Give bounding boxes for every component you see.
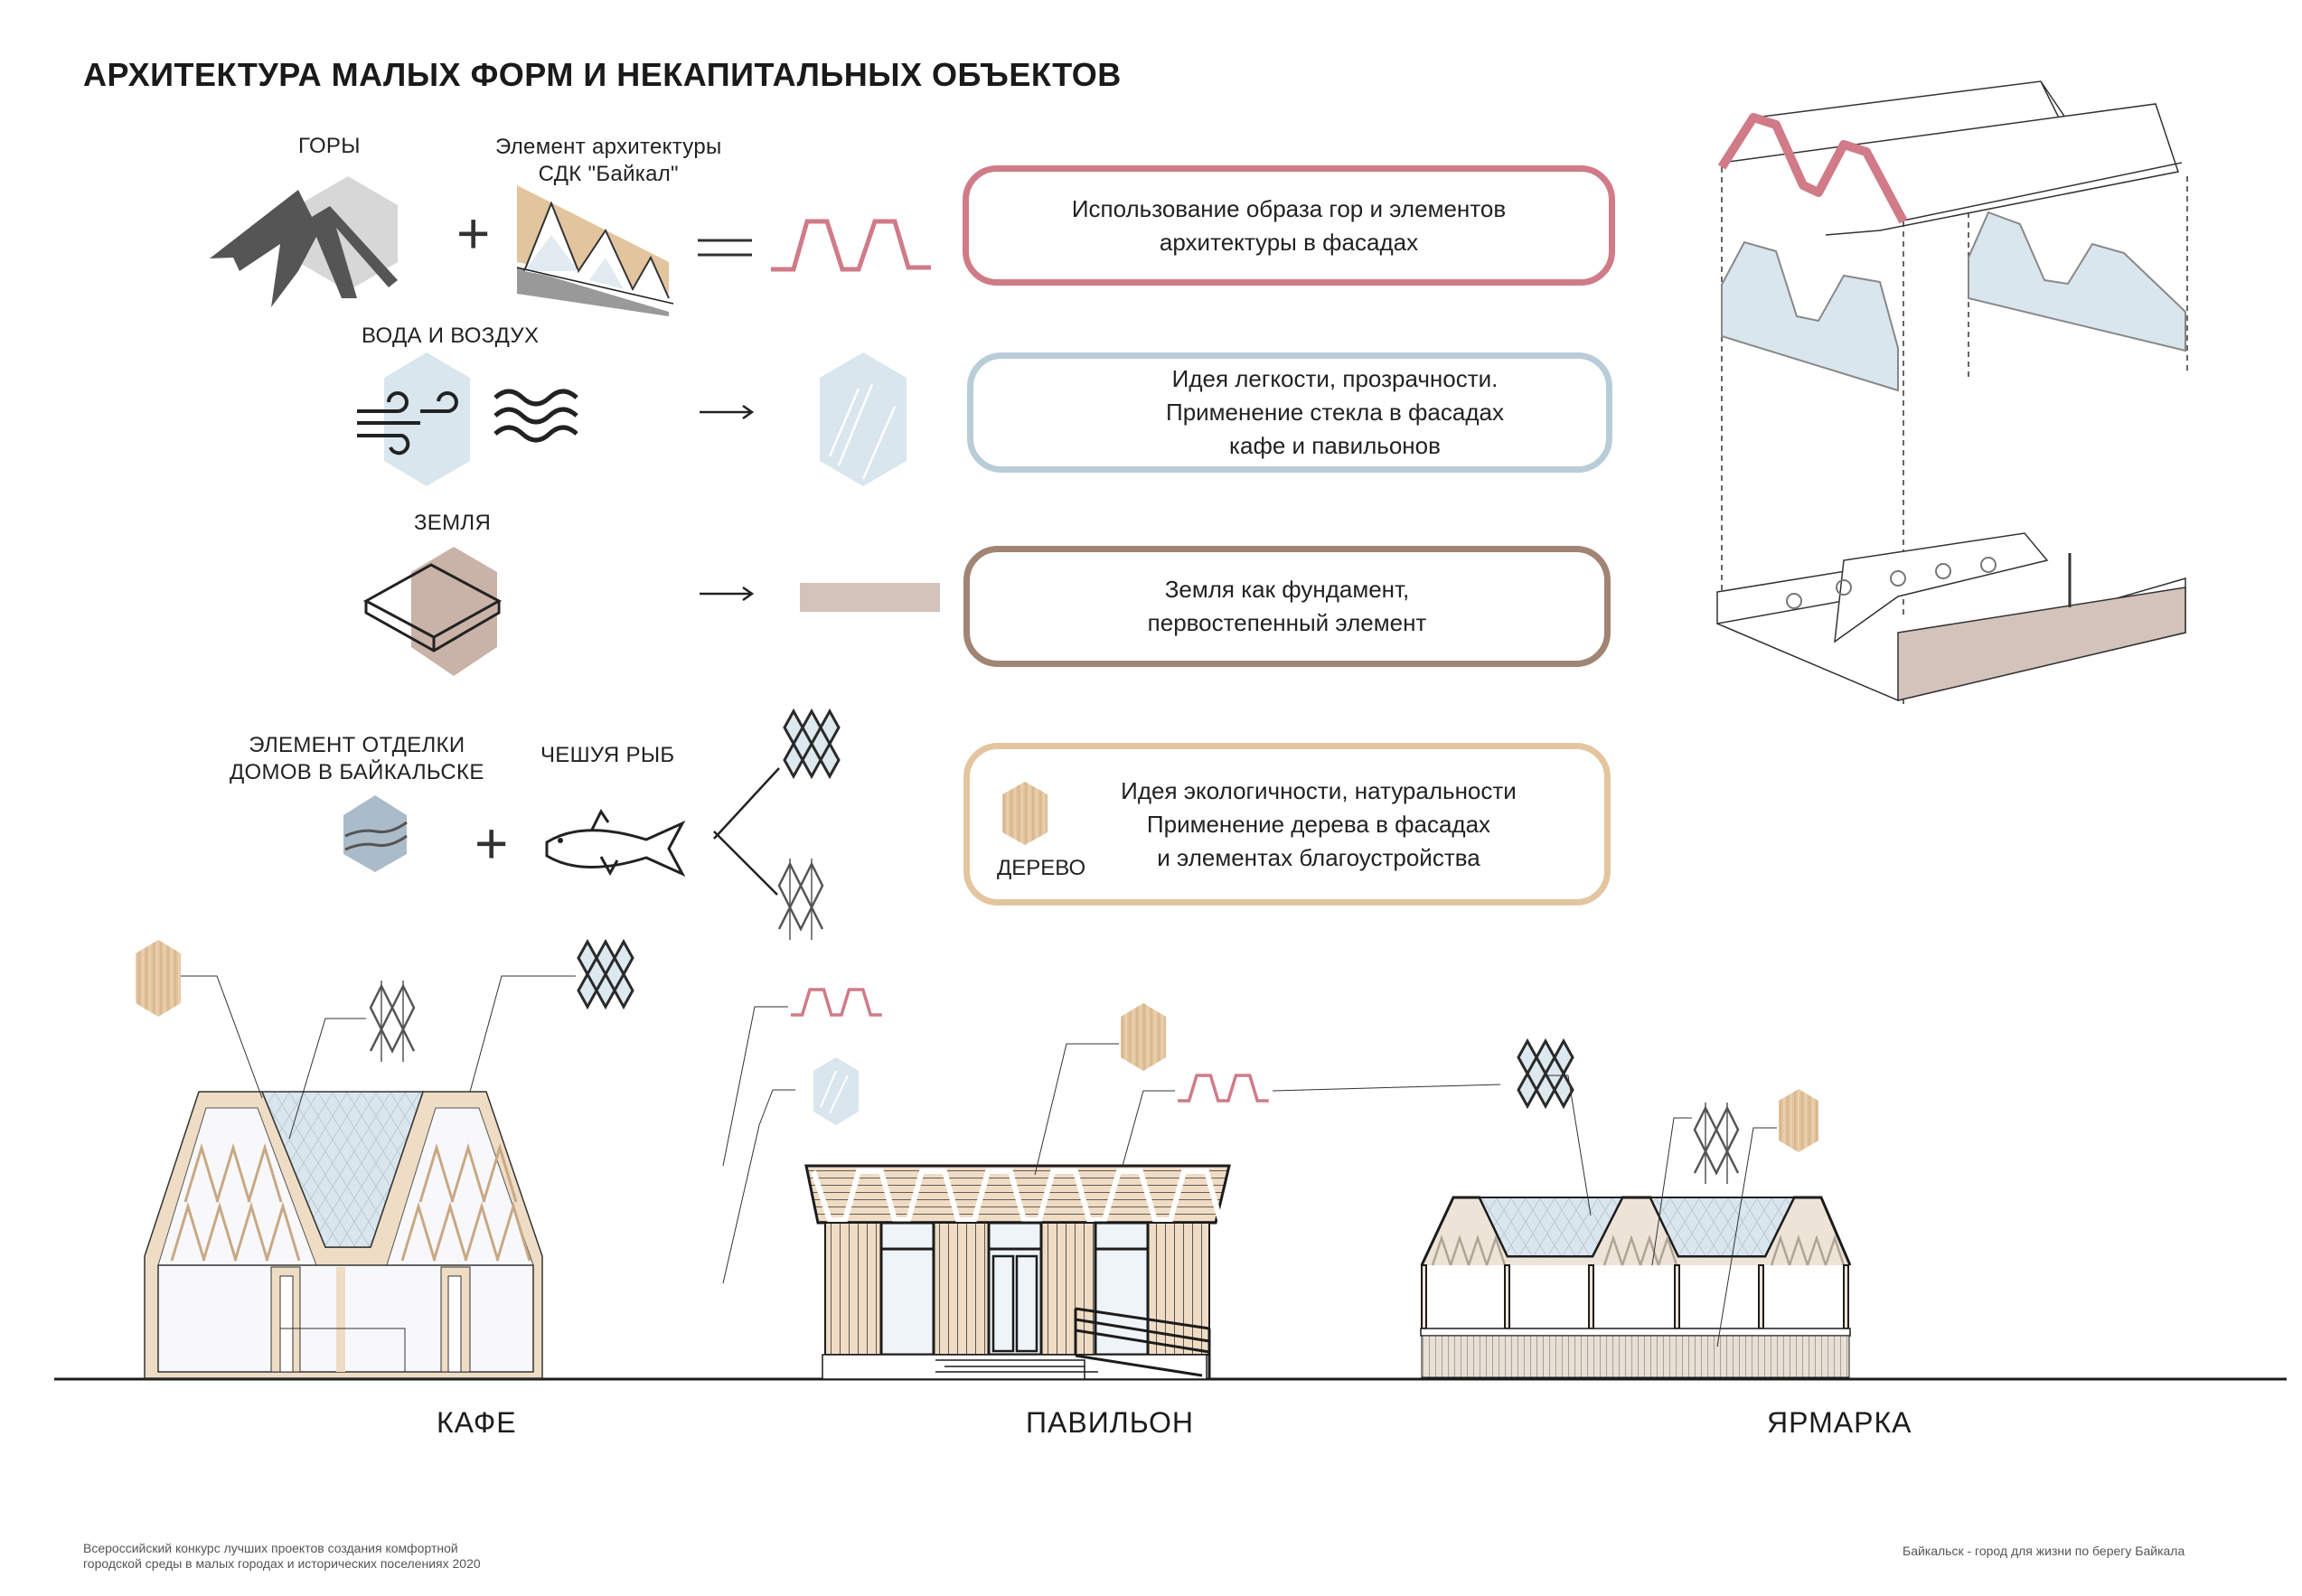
branch-line: [713, 831, 778, 896]
earth-icon: [362, 547, 503, 676]
callout-line: [181, 975, 263, 1099]
finishing-texture-icon: [343, 795, 408, 872]
wood-badge-label: ДЕРЕВО: [997, 856, 1086, 880]
mountain-profile-icon: [1176, 1074, 1271, 1103]
building-label-cafe: КАФЕ: [437, 1406, 517, 1439]
glass-hex-icon: [813, 1057, 859, 1125]
callout-line: [1547, 1075, 1592, 1216]
fish-scale-pattern-icon: [577, 940, 634, 1009]
lattice-pattern-icon: [777, 857, 824, 942]
glass-hex-icon: [820, 352, 907, 486]
fish-scale-pattern-icon: [1517, 1039, 1574, 1108]
mountains-label: ГОРЫ: [298, 134, 361, 158]
building-label-fair: ЯРМАРКА: [1767, 1406, 1912, 1439]
mountain-profile-icon: [771, 219, 931, 272]
fish-scale-label: ЧЕШУЯ РЫБ: [540, 743, 675, 767]
concept-box-text: Использование образа гор и элементов арх…: [1071, 194, 1507, 256]
water-air-label: ВОДА И ВОЗДУХ: [362, 324, 540, 348]
earth-label: ЗЕМЛЯ: [414, 511, 492, 535]
fair-elevation: [1420, 1196, 1852, 1378]
plus-sign: +: [474, 811, 508, 876]
finishing-label: ЭЛЕМЕНТ ОТДЕЛКИ ДОМОВ В БАЙКАЛЬСКЕ: [230, 733, 484, 784]
cafe-elevation: [144, 1091, 543, 1379]
equals-sign: [698, 239, 752, 257]
concept-box-glass: Идея легкости, прозрачности. Применение …: [967, 352, 1612, 473]
concept-box-mountains: Использование образа гор и элементов арх…: [963, 165, 1615, 286]
architecture-element-icon: [516, 185, 674, 316]
architecture-label: Элемент архитектуры СДК "Байкал": [495, 135, 722, 186]
plus-sign: +: [456, 201, 490, 266]
footer-right: Байкальск - город для жизни по берегу Ба…: [1903, 1544, 2185, 1558]
callout-line: [1651, 1117, 1692, 1266]
concept-box-text: Земля как фундамент, первостепенный элем…: [1147, 576, 1427, 636]
concept-box-wood: ДЕРЕВО Идея экологичности, натуральности…: [963, 743, 1611, 906]
wood-hex-icon: [1002, 782, 1048, 845]
water-air-icon: [357, 352, 578, 486]
concept-box-earth: Земля как фундамент, первостепенный элем…: [963, 546, 1611, 667]
lattice-pattern-icon: [1693, 1101, 1740, 1186]
wood-hex-icon: [1779, 1089, 1818, 1152]
lattice-pattern-icon: [369, 979, 416, 1064]
fish-scale-pattern-icon: [783, 709, 841, 778]
callout-line: [469, 975, 576, 1093]
concept-box-text: Идея легкости, прозрачности. Применение …: [1166, 365, 1504, 459]
callout-line: [1716, 1127, 1777, 1347]
arrow-icon: [700, 586, 755, 602]
arrow-icon: [700, 404, 755, 420]
page-title: АРХИТЕКТУРА МАЛЫХ ФОРМ И НЕКАПИТАЛЬНЫХ О…: [83, 56, 1122, 93]
mountain-profile-icon: [789, 988, 884, 1017]
mountains-icon: [210, 176, 398, 307]
branch-line: [713, 767, 780, 840]
wood-hex-icon: [136, 940, 181, 1017]
fish-icon: [545, 809, 686, 878]
wood-hex-icon: [1121, 1003, 1166, 1071]
earth-bar-swatch: [800, 583, 940, 612]
building-label-pavilion: ПАВИЛЬОН: [1026, 1406, 1194, 1439]
pavilion-elevation: [804, 1164, 1231, 1380]
callout-line: [1272, 1084, 1501, 1092]
callout-line: [722, 1089, 795, 1284]
footer-left: Всероссийский конкурс лучших проектов со…: [83, 1541, 481, 1571]
concept-box-text: Идея экологичности, натуральности Примен…: [1121, 776, 1517, 871]
isometric-diagram: [1716, 80, 2188, 705]
callout-line: [1122, 1090, 1175, 1167]
callout-line: [288, 1018, 366, 1140]
callout-line: [722, 1006, 788, 1167]
callout-line: [1034, 1043, 1119, 1176]
